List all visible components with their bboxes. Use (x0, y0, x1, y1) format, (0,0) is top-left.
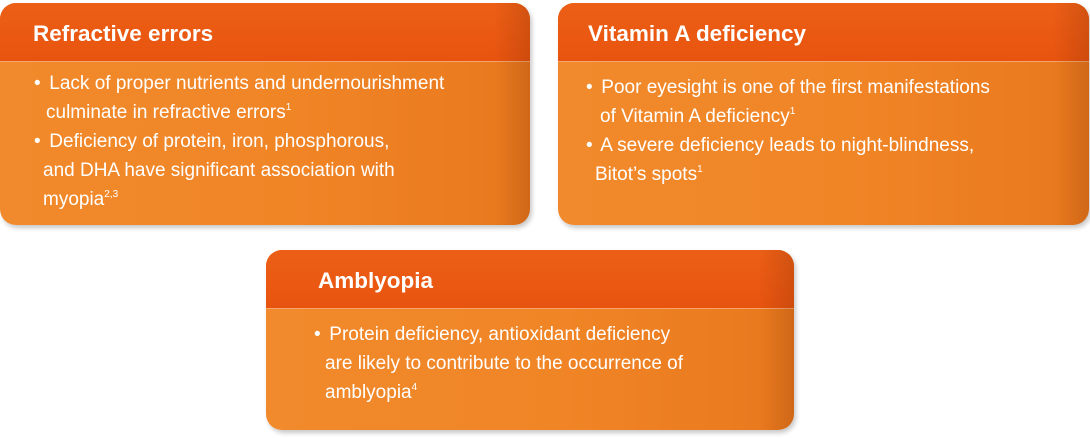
card-amblyopia: Amblyopia • Protein deficiency, antioxid… (266, 250, 794, 430)
card-body: • Protein deficiency, antioxidant defici… (266, 320, 794, 407)
bullet-text: culminate in refractive errors (46, 102, 286, 123)
bullet-item: • A severe deficiency leads to night-bli… (586, 131, 1089, 189)
card-vitamin-a-deficiency: Vitamin A deficiency • Poor eyesight is … (558, 3, 1089, 225)
bullet-dot-icon: • (586, 77, 593, 98)
bullet-dot-icon: • (34, 73, 41, 94)
bullet-item: • Lack of proper nutrients and undernour… (34, 69, 530, 127)
card-header: Amblyopia (266, 250, 794, 309)
card-title: Amblyopia (318, 268, 434, 293)
bullet-text: Lack of proper nutrients and undernouris… (49, 73, 445, 94)
bullet-item: • Deficiency of protein, iron, phosphoro… (34, 127, 530, 214)
bullet-dot-icon: • (34, 131, 41, 152)
bullet-text: of Vitamin A deficiency (600, 106, 790, 127)
card-header: Refractive errors (0, 3, 530, 62)
bullet-text: amblyopia (325, 382, 412, 403)
bullet-text: and DHA have significant association wit… (43, 160, 395, 181)
card-body: • Lack of proper nutrients and undernour… (0, 69, 530, 214)
reference-marker: 2,3 (104, 189, 119, 200)
bullet-text: myopia (43, 189, 105, 210)
reference-marker: 4 (411, 382, 418, 393)
bullet-dot-icon: • (586, 135, 593, 156)
bullet-text: are likely to contribute to the occurren… (325, 353, 684, 374)
bullet-text: Protein deficiency, antioxidant deficien… (329, 324, 671, 345)
reference-marker: 1 (697, 164, 703, 175)
card-title: Vitamin A deficiency (588, 21, 806, 46)
bullet-text: Poor eyesight is one of the first manife… (601, 77, 990, 98)
bullet-item: • Protein deficiency, antioxidant defici… (314, 320, 794, 407)
reference-marker: 1 (285, 102, 292, 113)
bullet-item: • Poor eyesight is one of the first mani… (586, 73, 1089, 131)
card-title: Refractive errors (33, 21, 214, 46)
reference-marker: 1 (789, 106, 796, 117)
bullet-dot-icon: • (314, 324, 321, 345)
card-body: • Poor eyesight is one of the first mani… (558, 73, 1089, 189)
bullet-text: Deficiency of protein, iron, phosphorous… (49, 131, 390, 152)
card-refractive-errors: Refractive errors • Lack of proper nutri… (0, 3, 530, 225)
card-header: Vitamin A deficiency (558, 3, 1089, 62)
bullet-text: Bitot’s spots (595, 164, 698, 185)
bullet-text: A severe deficiency leads to night-blind… (600, 135, 975, 156)
